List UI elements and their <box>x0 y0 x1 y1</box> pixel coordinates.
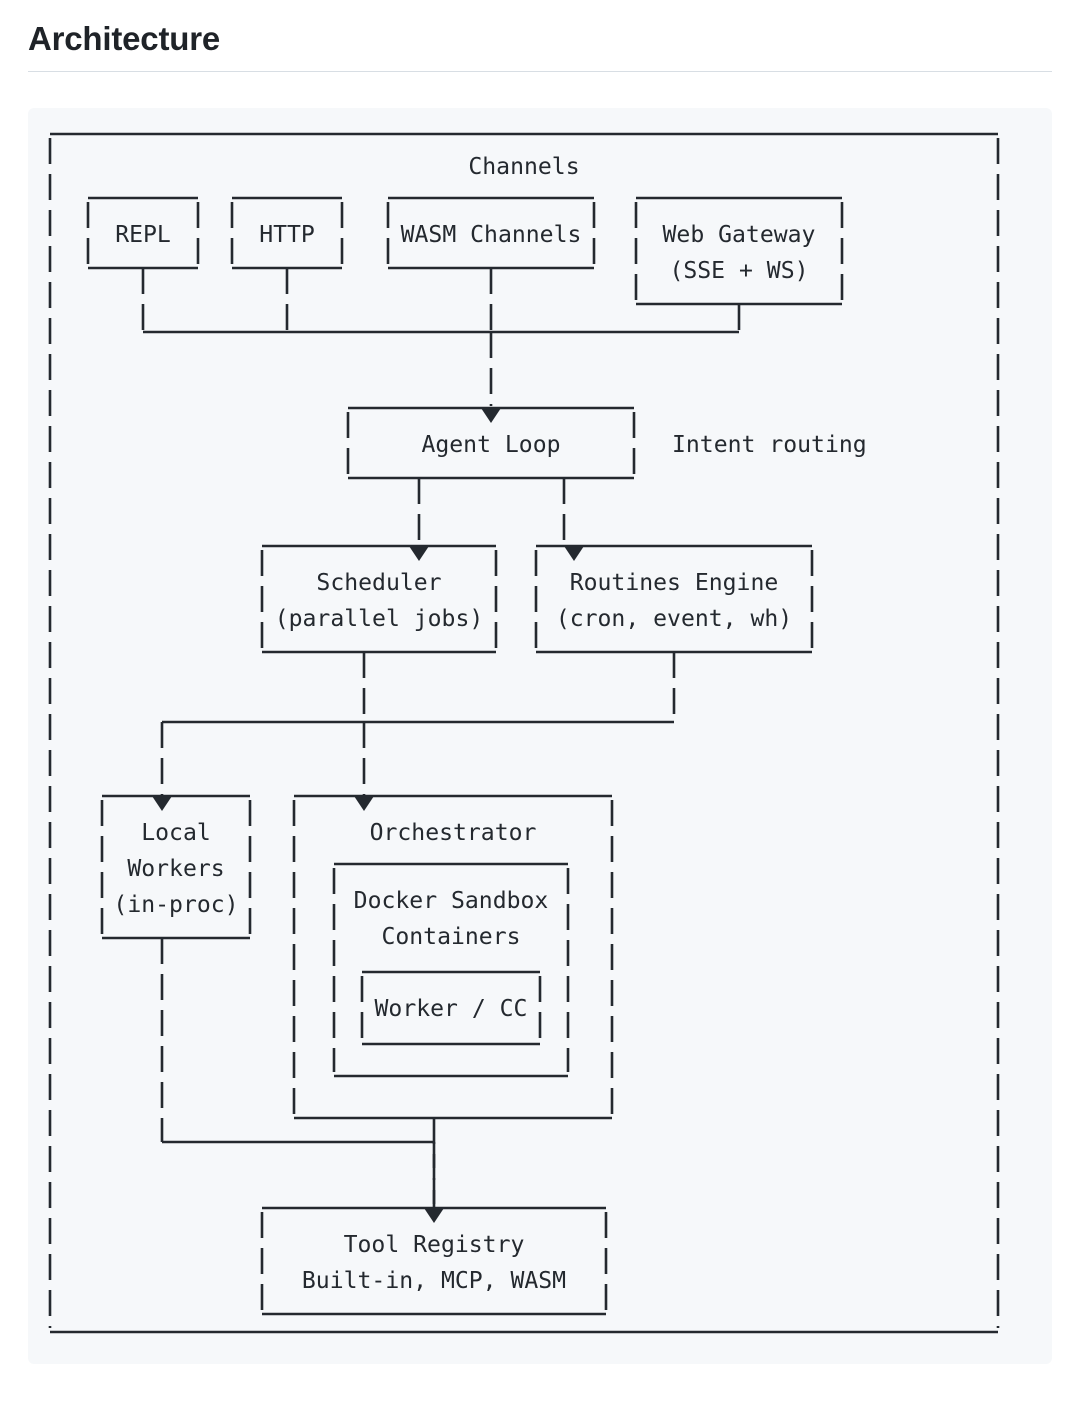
tool-registry-label: Tool Registry <box>344 1232 525 1258</box>
web-gateway-label-2: (SSE + WS) <box>669 258 808 284</box>
docker-sandbox-label: Docker Sandbox <box>354 888 549 914</box>
local-workers-label-2: Workers <box>127 856 224 882</box>
scheduler-inbound-arrowhead <box>409 546 429 562</box>
channels-group-title: Channels <box>468 154 579 180</box>
scheduler-label-2: (parallel jobs) <box>275 606 484 632</box>
web-gateway-label: Web Gateway <box>663 222 816 248</box>
docker-sandbox-label-2: Containers <box>381 924 520 950</box>
repl-label: REPL <box>115 222 171 248</box>
http-label: HTTP <box>259 222 315 248</box>
local-workers-label-3: (in-proc) <box>113 892 238 918</box>
tool-registry-label-2: Built-in, MCP, WASM <box>302 1268 566 1294</box>
tool-registry-inbound-arrowhead <box>424 1208 444 1224</box>
worker-cc-label: Worker / CC <box>375 996 528 1022</box>
routines-engine-label-2: (cron, event, wh) <box>556 606 792 632</box>
agent-loop-inbound-arrowhead <box>481 408 501 424</box>
orchestrator-label: Orchestrator <box>370 820 537 846</box>
wasm-channels-label: WASM Channels <box>401 222 582 248</box>
scheduler-label: Scheduler <box>316 570 441 596</box>
intent-routing-note: Intent routing <box>672 432 867 458</box>
routines-engine-inbound-arrowhead <box>564 546 584 562</box>
page-title: Architecture <box>28 0 1052 73</box>
local-workers-label: Local <box>141 820 211 846</box>
local-workers-inbound-arrowhead <box>152 796 172 812</box>
routines-engine-label: Routines Engine <box>570 570 779 596</box>
agent-loop-label: Agent Loop <box>421 432 560 458</box>
orchestrator-inbound-arrowhead <box>354 796 374 812</box>
